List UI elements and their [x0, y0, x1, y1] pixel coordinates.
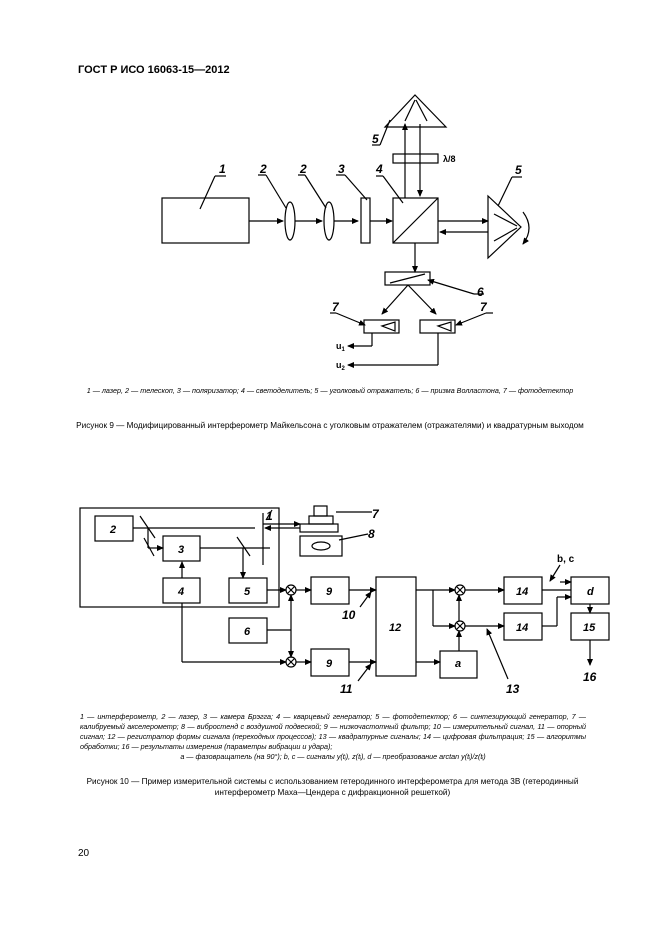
label-4: 4: [375, 162, 383, 176]
photodetector-1: [363, 319, 400, 334]
u1-label: u1: [336, 341, 346, 353]
figure-9-caption: Рисунок 9 — Модифицированный интерфероме…: [76, 421, 584, 430]
bc-label: b, c: [557, 554, 575, 565]
fig10-label-11: 11: [340, 682, 353, 696]
corner-reflector-top: [383, 94, 448, 128]
label-2b: 2: [299, 162, 307, 176]
page-number: 20: [78, 848, 90, 859]
label-1: 1: [219, 162, 226, 176]
waveform-recorder: [375, 576, 417, 677]
label-5b: 5: [515, 163, 522, 177]
label-7b: 7: [480, 300, 488, 314]
u2-label: u2: [336, 360, 346, 372]
label-7a: 7: [332, 300, 340, 314]
document-header: ГОСТ Р ИСО 16063-15—2012: [78, 64, 230, 76]
label-6: 6: [477, 285, 484, 299]
figure-10-legend-last: a — фазовращатель (на 90°); b, c — сигна…: [180, 752, 486, 761]
block-12-label: 12: [389, 622, 401, 634]
block-6-label: 6: [244, 626, 251, 638]
block-9b-label: 9: [326, 658, 333, 670]
block-4-label: 4: [177, 586, 184, 598]
block-a-label: a: [455, 658, 461, 670]
fig10-label-8: 8: [368, 527, 375, 541]
vibration-exciter: [299, 535, 343, 557]
lambda-plate: [392, 153, 439, 164]
fig10-label-10: 10: [342, 608, 356, 622]
label-2a: 2: [259, 162, 267, 176]
block-2-label: 2: [109, 524, 116, 536]
fig10-label-1: 1: [266, 509, 273, 523]
label-5a: 5: [372, 132, 379, 146]
interferometer-frame: [79, 507, 280, 608]
block-15-label: 15: [583, 622, 596, 634]
fig10-label-7: 7: [372, 507, 380, 521]
figure-10-legend-main: 1 — интерферометр, 2 — лазер, 3 — камера…: [80, 712, 586, 751]
lambda-label: λ/8: [443, 154, 456, 164]
block-d-label: d: [587, 586, 594, 598]
figure-10-legend: 1 — интерферометр, 2 — лазер, 3 — камера…: [80, 712, 586, 762]
accelerometer: [313, 505, 328, 517]
block-3-label: 3: [178, 544, 184, 556]
block-5-label: 5: [244, 586, 251, 598]
fig10-label-16: 16: [583, 670, 597, 684]
block-14b-label: 14: [516, 622, 528, 634]
block-9a-label: 9: [326, 586, 333, 598]
block-14a-label: 14: [516, 586, 528, 598]
figure-10-caption: Рисунок 10 — Пример измерительной систем…: [86, 777, 579, 797]
fig10-label-13: 13: [506, 682, 520, 696]
label-3: 3: [338, 162, 345, 176]
figure-9-legend: 1 — лазер, 2 — телескоп, 3 — поляризатор…: [86, 386, 574, 395]
corner-reflector-right: [487, 194, 522, 260]
